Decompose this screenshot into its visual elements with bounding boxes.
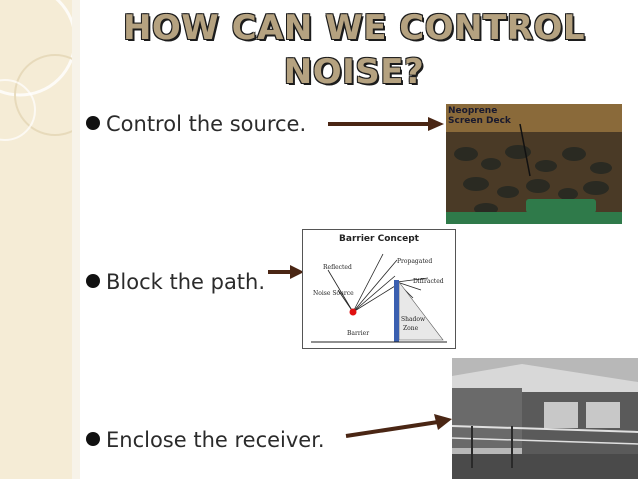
label-barrier: Barrier [347, 330, 370, 337]
band-edge [72, 0, 80, 479]
decorative-circles [0, 0, 72, 141]
arrow-to-barrier-icon [268, 265, 304, 279]
bullet-enclose-receiver: Enclose the receiver. [86, 428, 325, 452]
bullet-control-source: Control the source. [86, 112, 306, 136]
bullet-dot-icon [86, 274, 100, 288]
barrier-diagram-title: Barrier Concept [339, 234, 419, 244]
slide-title: HOW CAN WE CONTROL NOISE? [122, 8, 586, 92]
label-propagated: Propagated [397, 258, 433, 265]
barrier-concept-diagram: Barrier Concept Reflected Propagated Dif… [302, 229, 456, 349]
bullet-dot-icon [86, 116, 100, 130]
label-reflected: Reflected [323, 264, 352, 271]
barrier-diagram-lines [311, 253, 447, 343]
arrow-to-screen-icon [328, 117, 444, 131]
decorative-left-band [0, 0, 72, 479]
screen-deck-photo: Neoprene Screen Deck [446, 104, 622, 224]
bullet-dot-icon [86, 432, 100, 446]
screen-deck-label-line1: Neoprene [448, 106, 498, 116]
screen-deck-label-line2: Screen Deck [448, 116, 511, 126]
enclosure-photo [452, 358, 638, 479]
arrow-to-enclosure-icon [345, 414, 452, 438]
bullet-text: Enclose the receiver. [106, 428, 325, 452]
screen-deck-illustration [446, 104, 622, 224]
label-shadow: Shadow [401, 316, 426, 323]
label-diffracted: Diffracted [413, 278, 444, 285]
bullet-block-path: Block the path. [86, 270, 265, 294]
bullet-text: Block the path. [106, 270, 266, 294]
label-zone: Zone [403, 325, 419, 332]
enclosure-illustration [452, 358, 638, 479]
bullet-text: Control the source. [106, 112, 307, 136]
label-noise-source: Noise Source [313, 290, 354, 297]
